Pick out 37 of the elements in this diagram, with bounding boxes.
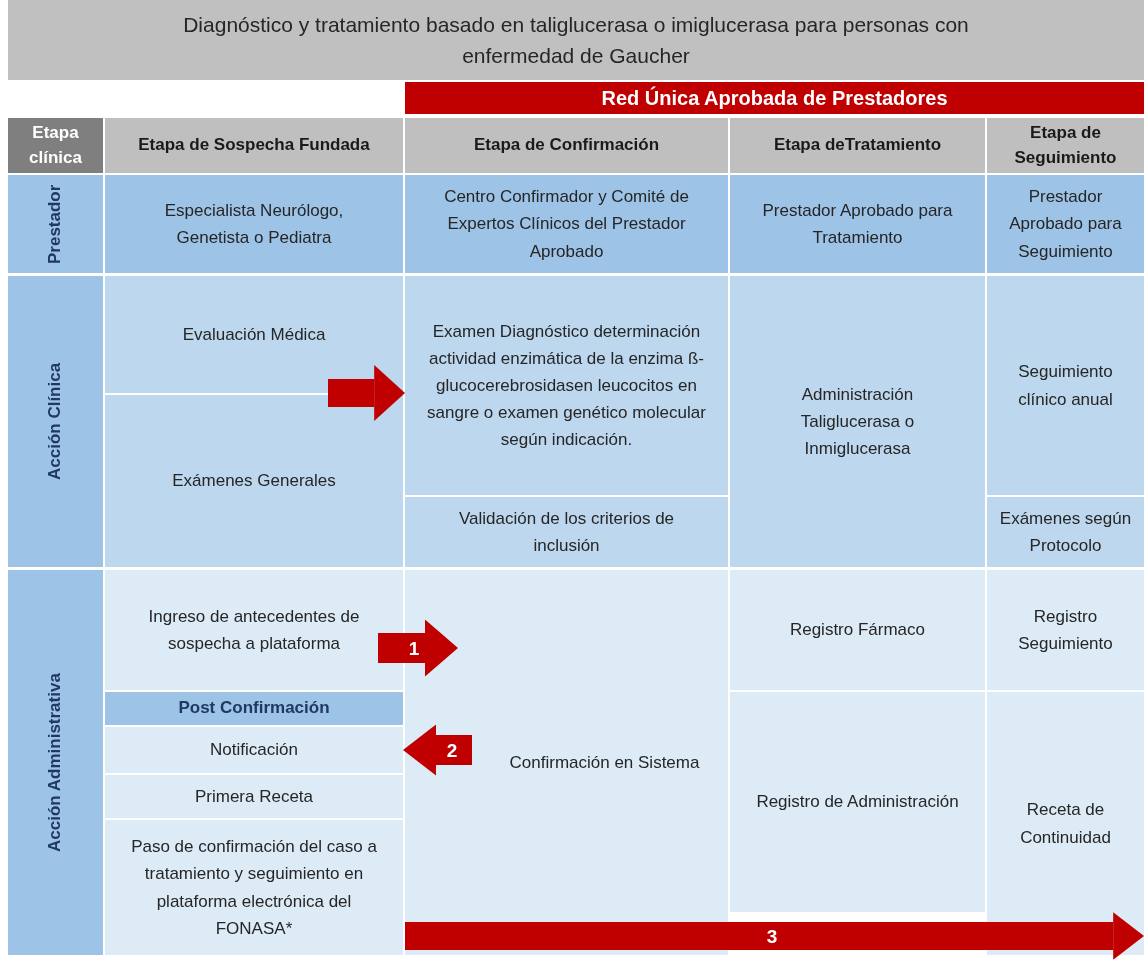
diagram-title: Diagnóstico y tratamiento basado en taliglucerasa o imiglucerasa para personas con enfermedad de Gaucher bbox=[8, 0, 1144, 80]
table-cell: Receta de Continuidad bbox=[987, 692, 1144, 955]
subheader-cell: Post Confirmación bbox=[105, 692, 403, 725]
table-cell: Registro Seguimiento bbox=[987, 570, 1144, 690]
network-banner: Red Única Aprobada de Prestadores bbox=[405, 82, 1144, 114]
table-cell: Seguimiento clínico anual bbox=[987, 276, 1144, 495]
table-cell: Centro Confirmador y Comité de Expertos Clínicos del Prestador Aprobado bbox=[405, 175, 728, 273]
stage-header: Etapa de Confirmación bbox=[405, 118, 728, 173]
row-header: Prestador bbox=[8, 175, 103, 273]
corner-header: Etapa clínica bbox=[8, 118, 103, 173]
table-cell: Examen Diagnóstico determinación actividad enzimática de la enzima ß-glucocerebrosidasen leucocitos en sangre o examen genético molecular según indicación. bbox=[405, 276, 728, 495]
table-cell: Ingreso de antecedentes de sospecha a plataforma bbox=[105, 570, 403, 690]
block-arrow bbox=[403, 724, 472, 776]
stage-header: Etapa de Seguimiento bbox=[987, 118, 1144, 173]
row-header: Acción Clínica bbox=[8, 276, 103, 567]
block-arrow bbox=[405, 912, 1144, 960]
table-cell: Administración Taliglucerasa o Inmiglucerasa bbox=[730, 276, 985, 567]
row-header: Acción Administrativa bbox=[8, 570, 103, 955]
table-cell: Exámenes según Protocolo bbox=[987, 497, 1144, 567]
edge-label: 3 bbox=[766, 926, 778, 948]
stage-header: Etapa de Sospecha Fundada bbox=[105, 118, 403, 173]
table-cell: Primera Receta bbox=[105, 775, 403, 818]
table-cell: Evaluación Médica bbox=[105, 276, 403, 393]
table-cell: Especialista Neurólogo, Genetista o Pediatra bbox=[105, 175, 403, 273]
table-cell: Exámenes Generales bbox=[105, 395, 403, 567]
table-cell: Registro de Administración bbox=[730, 692, 985, 912]
table-cell: Paso de confirmación del caso a tratamiento y seguimiento en plataforma electrónica del FONASA* bbox=[105, 820, 403, 955]
table-cell: Validación de los criterios de inclusión bbox=[405, 497, 728, 567]
table-cell: Notificación bbox=[105, 727, 403, 773]
block-arrow bbox=[378, 619, 458, 677]
table-cell: Prestador Aprobado para Tratamiento bbox=[730, 175, 985, 273]
block-arrow bbox=[328, 365, 405, 421]
table-cell: Registro Fármaco bbox=[730, 570, 985, 690]
edge-label: 2 bbox=[446, 740, 458, 762]
table-cell: Prestador Aprobado para Seguimiento bbox=[987, 175, 1144, 273]
stage-header: Etapa deTratamiento bbox=[730, 118, 985, 173]
edge-label: 1 bbox=[408, 638, 420, 660]
